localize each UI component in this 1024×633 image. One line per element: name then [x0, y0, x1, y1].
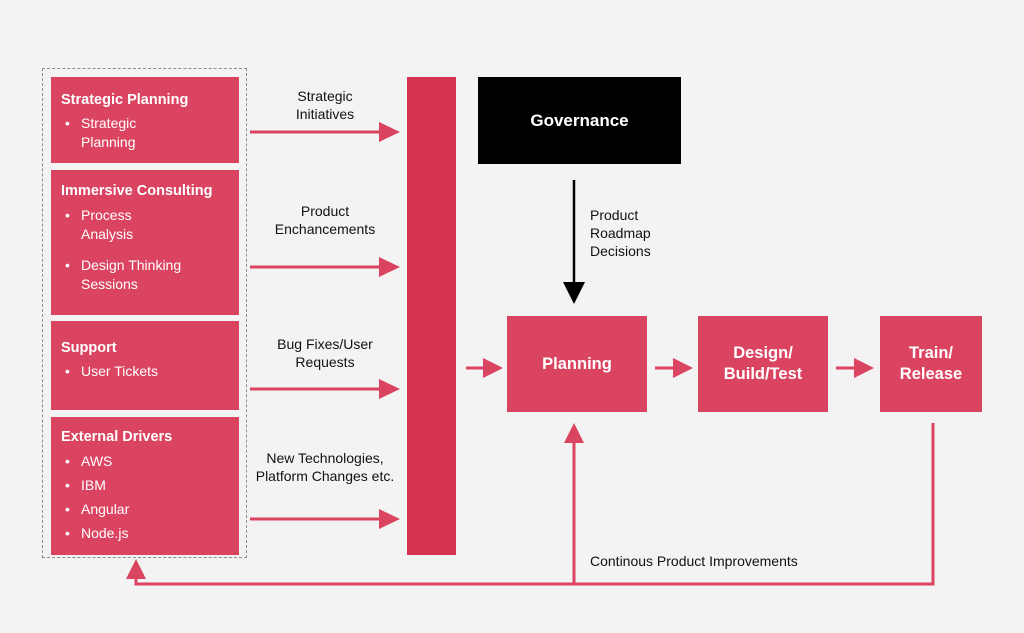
feedback-label: Continous Product Improvements — [590, 553, 798, 569]
governance-box: Governance — [478, 77, 681, 164]
collector-bar — [407, 77, 456, 555]
stage-design-build-test: Design/ Build/Test — [698, 316, 828, 412]
source-item: AWS — [61, 452, 229, 471]
stage-planning: Planning — [507, 316, 647, 412]
source-item: Design Thinking Sessions — [61, 256, 201, 294]
governance-arrow-label: Product Roadmap Decisions — [590, 207, 651, 259]
source-title: Immersive Consulting — [61, 183, 213, 199]
input-label-bugfixes: Bug Fixes/User Requests — [277, 336, 373, 370]
source-panel-external-drivers: External Drivers AWS IBM Angular Node.js — [51, 417, 239, 555]
sources-group — [42, 68, 247, 558]
source-item: IBM — [61, 476, 229, 495]
source-panel-strategic-planning: Strategic Planning Strategic Planning — [51, 77, 239, 163]
source-item: Strategic Planning — [61, 114, 159, 152]
source-panel-support: Support User Tickets — [51, 321, 239, 410]
source-item: Process Analysis — [61, 206, 151, 244]
input-label-enhancements: Product Enchancements — [274, 203, 376, 237]
source-title: Support — [61, 340, 117, 356]
feedback-loop-line — [134, 423, 935, 586]
source-item: Angular — [61, 500, 229, 519]
source-title: External Drivers — [61, 429, 173, 445]
source-panel-immersive-consulting: Immersive Consulting Process Analysis De… — [51, 170, 239, 315]
source-title: Strategic Planning — [61, 92, 189, 108]
source-item: User Tickets — [61, 362, 229, 381]
source-item: Node.js — [61, 524, 229, 543]
input-label-technologies: New Technologies, Platform Changes etc. — [255, 450, 395, 484]
input-label-strategic: Strategic Initiatives — [295, 88, 355, 122]
stage-train-release: Train/ Release — [880, 316, 982, 412]
